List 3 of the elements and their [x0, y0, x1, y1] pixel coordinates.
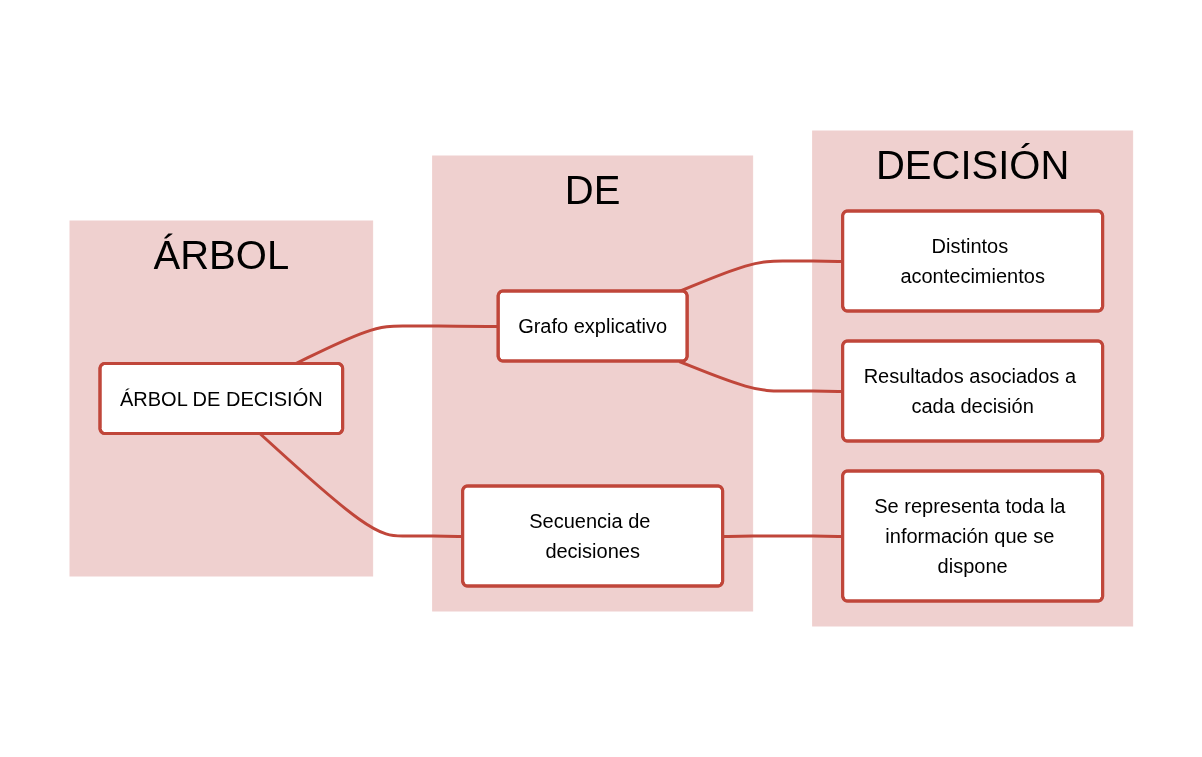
connector [678, 259, 843, 293]
connector [722, 534, 843, 538]
connector [678, 360, 843, 393]
